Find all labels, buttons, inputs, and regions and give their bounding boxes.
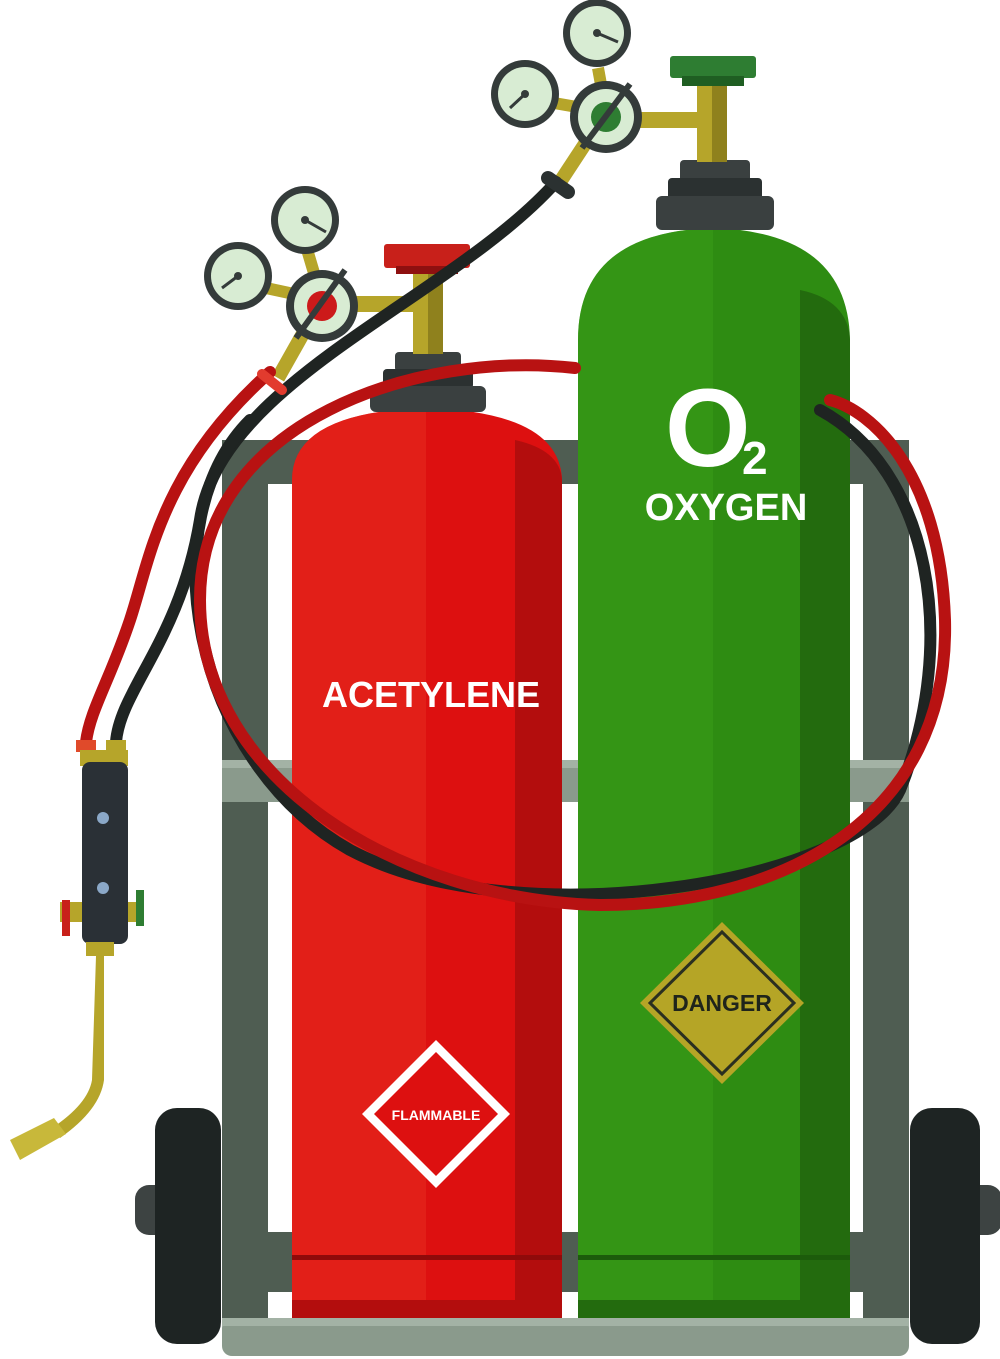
hoses <box>80 171 952 912</box>
oxygen-cylinder <box>578 228 850 1318</box>
red-hose <box>80 366 276 748</box>
acetylene-gauge-low <box>204 242 272 310</box>
acetylene-label: ACETYLENE <box>322 674 540 715</box>
welding-torch <box>10 740 144 1160</box>
hose-loop-red <box>193 359 952 912</box>
acetylene-regulator <box>264 244 358 382</box>
oxygen-label: OXYGEN <box>645 487 808 529</box>
o2-subscript: 2 <box>742 432 768 484</box>
oxygen-cap <box>656 160 774 230</box>
oxygen-gauge-high <box>563 0 631 67</box>
oxygen-regulator <box>552 66 642 186</box>
danger-label: DANGER <box>672 990 772 1016</box>
right-wheel <box>910 1108 1000 1344</box>
o2-symbol: O <box>665 367 751 490</box>
flammable-sign: FLAMMABLE <box>362 1040 510 1188</box>
oxygen-gauge-low <box>491 60 559 128</box>
flammable-label: FLAMMABLE <box>392 1107 481 1123</box>
left-wheel <box>135 1108 221 1344</box>
acetylene-gauge-high <box>271 186 339 254</box>
danger-sign: DANGER <box>640 922 804 1084</box>
acetylene-cylinder <box>292 408 562 1318</box>
oxygen-valve <box>640 56 756 162</box>
